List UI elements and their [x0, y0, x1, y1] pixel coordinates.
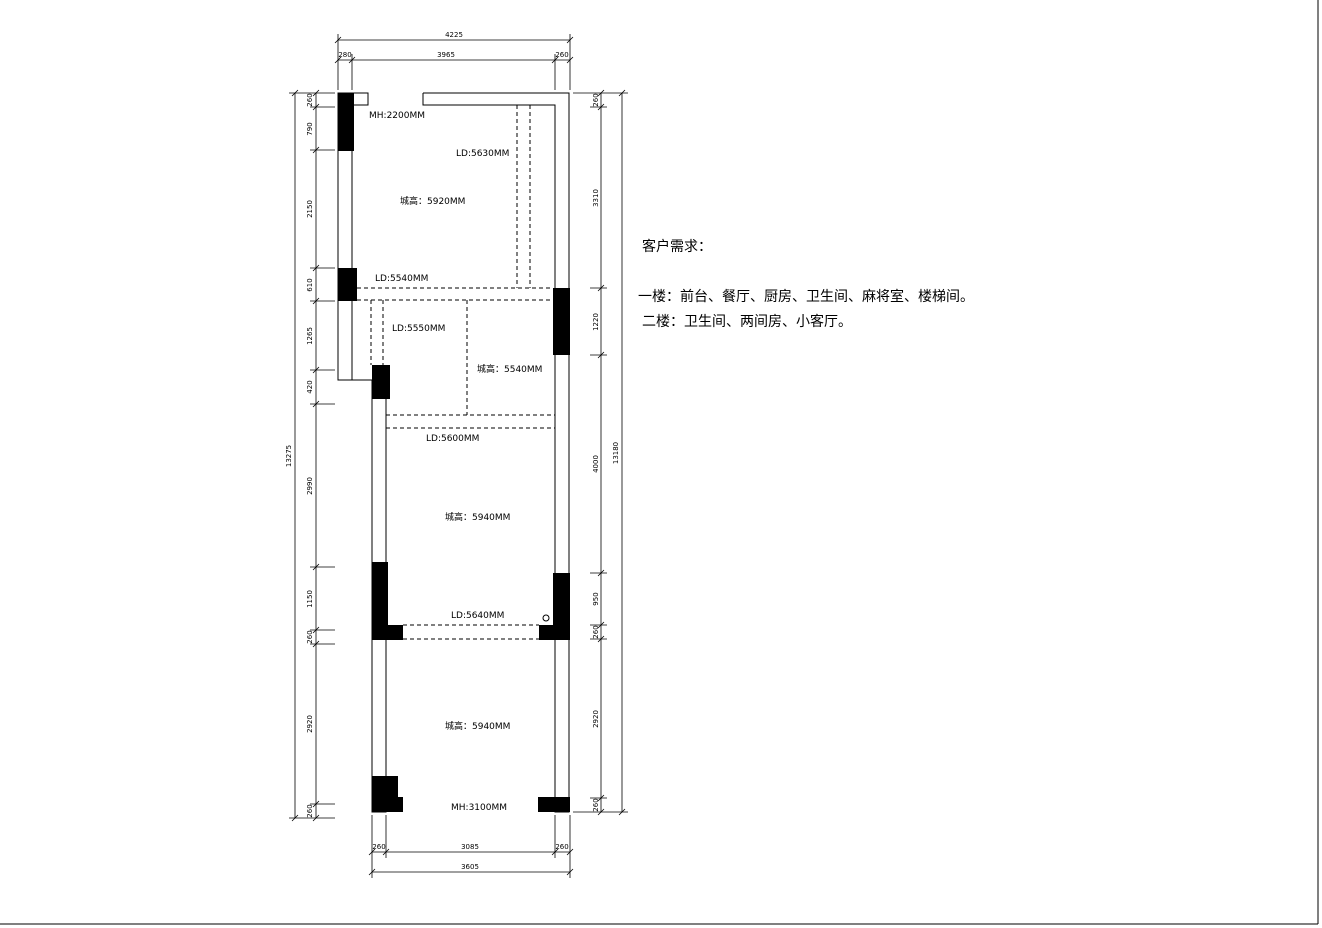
dim-left-seg: 2990 [306, 477, 314, 495]
dim-bottom-right: 260 [555, 843, 568, 851]
dim-right-seg: 950 [592, 592, 600, 605]
column [372, 365, 390, 399]
label-height1: 城高：5920MM [400, 195, 465, 207]
dim-bottom-middle: 3085 [461, 843, 479, 851]
dimension-right [573, 89, 628, 816]
label-height3: 城高：5940MM [445, 511, 510, 523]
requirements-first-floor: 一楼：前台、餐厅、厨房、卫生间、麻将室、楼梯间。 [638, 289, 974, 305]
label-mh-bottom: MH:3100MM [451, 803, 507, 813]
column [539, 625, 553, 640]
dimension-bottom [368, 815, 574, 878]
dim-left-seg: 260 [306, 93, 314, 106]
label-height4: 城高：5940MM [445, 720, 510, 732]
dim-left-seg: 2150 [306, 200, 314, 218]
requirements-title: 客户需求： [642, 239, 712, 255]
dimension-left [289, 89, 335, 822]
dim-left-seg: 1265 [306, 327, 314, 345]
dim-left-seg: 1150 [306, 590, 314, 608]
dim-right-seg: 1220 [592, 313, 600, 331]
dim-right-seg: 4000 [592, 455, 600, 473]
label-height2: 城高：5540MM [477, 363, 542, 375]
label-ld5: LD:5640MM [451, 611, 504, 621]
columns [338, 93, 570, 812]
dim-right-seg: 260 [592, 93, 600, 106]
dim-right-seg: 260 [592, 625, 600, 638]
column [372, 776, 398, 812]
dim-left-total: 13275 [285, 445, 293, 467]
dimension-top [334, 34, 574, 90]
column [338, 268, 357, 301]
beams [357, 105, 555, 640]
dim-left-seg: 790 [306, 122, 314, 135]
dim-left-seg: 260 [306, 630, 314, 643]
dim-right-seg: 2920 [592, 710, 600, 728]
dim-right-total: 13180 [612, 442, 620, 464]
column [538, 797, 570, 812]
column [398, 797, 403, 812]
dim-top-left: 280 [338, 51, 351, 59]
column [553, 573, 570, 640]
label-ld4: LD:5600MM [426, 434, 479, 444]
label-ld1: LD:5630MM [456, 149, 509, 159]
dim-top-middle: 3965 [437, 51, 455, 59]
column [372, 562, 388, 640]
label-ld2: LD:5540MM [375, 274, 428, 284]
dim-left-seg: 2920 [306, 715, 314, 733]
column [388, 625, 403, 640]
dim-right-seg: 3310 [592, 189, 600, 207]
requirements-second-floor: 二楼：卫生间、两间房、小客厅。 [642, 314, 852, 330]
column [553, 288, 570, 355]
column [338, 93, 354, 151]
dim-left-seg: 420 [306, 380, 314, 393]
label-ld3: LD:5550MM [392, 324, 445, 334]
label-mh-top: MH:2200MM [369, 111, 425, 121]
dim-top-right: 260 [555, 51, 568, 59]
drain-symbol [542, 614, 550, 622]
dim-right-seg: 260 [592, 798, 600, 811]
dim-bottom-left: 260 [372, 843, 385, 851]
room-labels: MH:2200MM LD:5630MM 城高：5920MM LD:5540MM … [369, 111, 542, 813]
dim-top-total: 4225 [445, 31, 463, 39]
dim-left-seg: 260 [306, 804, 314, 817]
dim-left-seg: 610 [306, 278, 314, 291]
dim-bottom-total: 3605 [461, 863, 479, 871]
